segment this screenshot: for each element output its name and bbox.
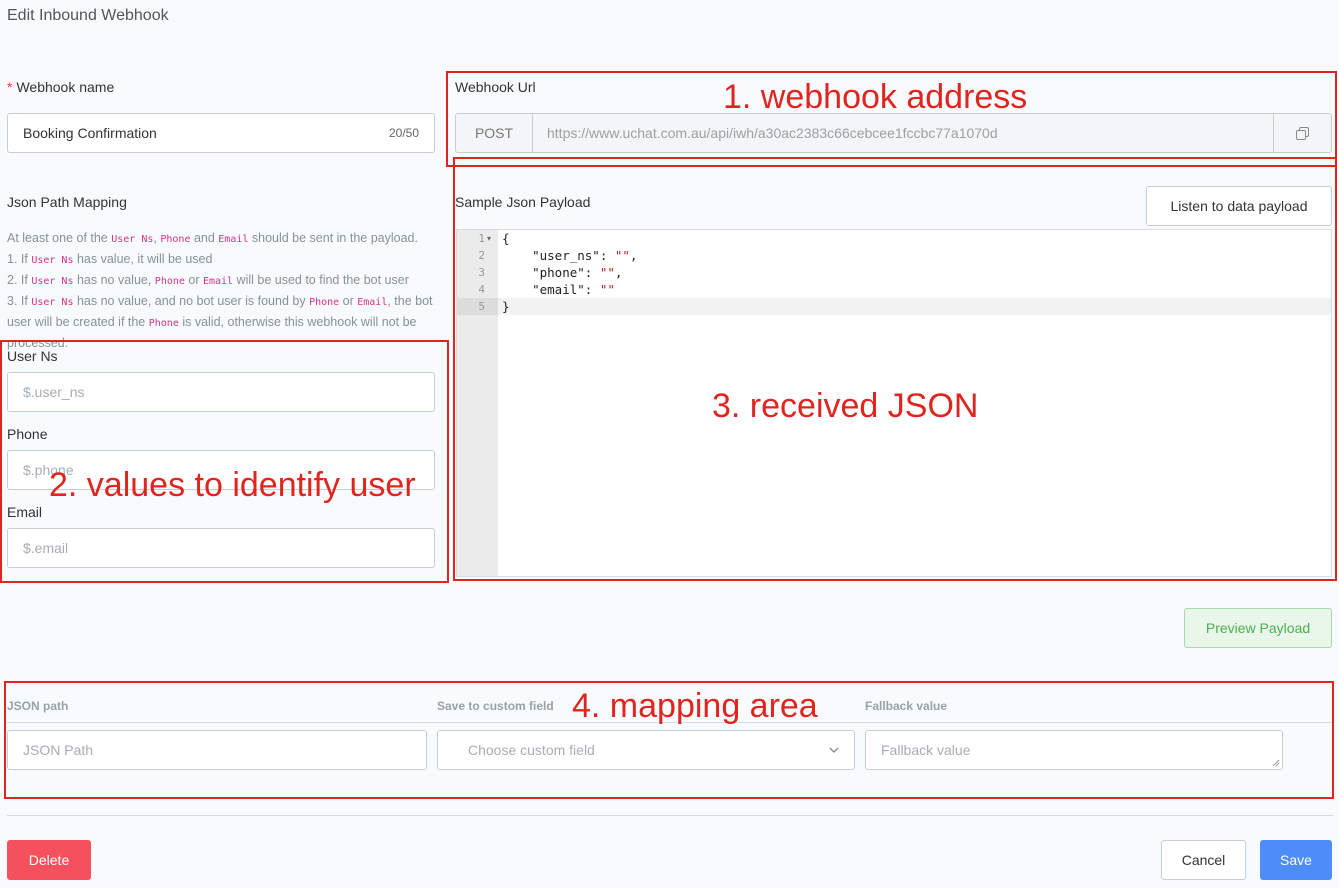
annotation-box-identify-user — [0, 340, 449, 583]
col-json-path: JSON path — [7, 699, 69, 713]
fallback-textarea[interactable]: Fallback value — [865, 730, 1283, 770]
http-method: POST — [456, 114, 533, 152]
copy-icon — [1296, 126, 1309, 140]
email-placeholder: $.email — [23, 540, 69, 556]
line-number: 5 — [457, 298, 498, 315]
annotation-box-webhook-address — [446, 71, 1337, 167]
annotation-identify-user: 2. values to identify user — [49, 466, 416, 504]
code-line: { — [502, 231, 510, 246]
copy-url-button[interactable] — [1273, 114, 1331, 152]
phone-label: Phone — [7, 426, 48, 442]
webhook-url-field: POST https://www.uchat.com.au/api/iwh/a3… — [455, 113, 1332, 153]
annotation-box-mapping-area — [4, 681, 1334, 799]
annotation-received-json: 3. received JSON — [712, 387, 979, 425]
fold-arrow-icon[interactable]: ▾ — [487, 234, 492, 243]
custom-field-select[interactable]: Choose custom field — [437, 730, 855, 770]
annotation-mapping-area: 4. mapping area — [572, 687, 818, 725]
line-number: 4 — [478, 283, 485, 296]
code-line: "email": "" — [502, 282, 615, 297]
col-fallback: Fallback value — [865, 699, 948, 713]
json-code-editor[interactable]: 1 ▾ 2 3 4 5 { "user_ns": "", "phone": ""… — [456, 229, 1332, 577]
footer-divider — [7, 815, 1333, 816]
email-input[interactable]: $.email — [7, 528, 435, 568]
json-path-placeholder: JSON Path — [23, 742, 94, 758]
phone-input[interactable]: $.phone — [7, 450, 435, 490]
char-counter: 20/50 — [388, 126, 419, 140]
delete-button[interactable]: Delete — [7, 840, 91, 880]
sample-payload-label: Sample Json Payload — [455, 194, 591, 210]
email-label: Email — [7, 504, 43, 520]
annotation-webhook-address: 1. webhook address — [723, 78, 1028, 116]
user-ns-label: User Ns — [7, 348, 58, 364]
required-mark: * — [7, 79, 13, 95]
webhook-name-label: *Webhook name — [7, 79, 114, 95]
resize-grip-icon[interactable] — [1272, 759, 1280, 767]
json-path-input[interactable]: JSON Path — [7, 730, 427, 770]
line-number: 1 — [478, 232, 485, 245]
chevron-down-icon — [829, 747, 839, 753]
user-ns-input[interactable]: $.user_ns — [7, 372, 435, 412]
save-button[interactable]: Save — [1260, 840, 1332, 880]
active-line-highlight — [498, 298, 1331, 315]
cancel-button[interactable]: Cancel — [1161, 840, 1246, 880]
webhook-url-value[interactable]: https://www.uchat.com.au/api/iwh/a30ac23… — [547, 125, 998, 141]
phone-placeholder: $.phone — [23, 462, 74, 478]
line-number: 2 — [478, 249, 485, 262]
webhook-name-input[interactable]: Booking Confirmation 20/50 — [7, 113, 435, 153]
mapping-divider — [7, 722, 1333, 723]
webhook-name-label-text: Webhook name — [16, 79, 115, 95]
fallback-placeholder: Fallback value — [881, 742, 971, 758]
custom-field-placeholder: Choose custom field — [468, 742, 595, 758]
listen-payload-button[interactable]: Listen to data payload — [1146, 186, 1332, 226]
json-path-mapping-label: Json Path Mapping — [7, 194, 127, 210]
code-line: } — [502, 299, 510, 314]
line-number: 3 — [478, 266, 485, 279]
preview-payload-button[interactable]: Preview Payload — [1184, 608, 1332, 648]
mapping-description: At least one of the User Ns, Phone and E… — [7, 231, 433, 350]
annotation-box-received-json — [453, 157, 1337, 581]
col-custom-field: Save to custom field — [437, 699, 554, 713]
code-line: "phone": "", — [502, 265, 623, 280]
code-line: "user_ns": "", — [502, 248, 638, 263]
editor-gutter — [457, 230, 498, 576]
webhook-url-label: Webhook Url — [455, 79, 536, 95]
user-ns-placeholder: $.user_ns — [23, 384, 85, 400]
webhook-name-value: Booking Confirmation — [23, 125, 157, 141]
page-title: Edit Inbound Webhook — [7, 7, 169, 24]
